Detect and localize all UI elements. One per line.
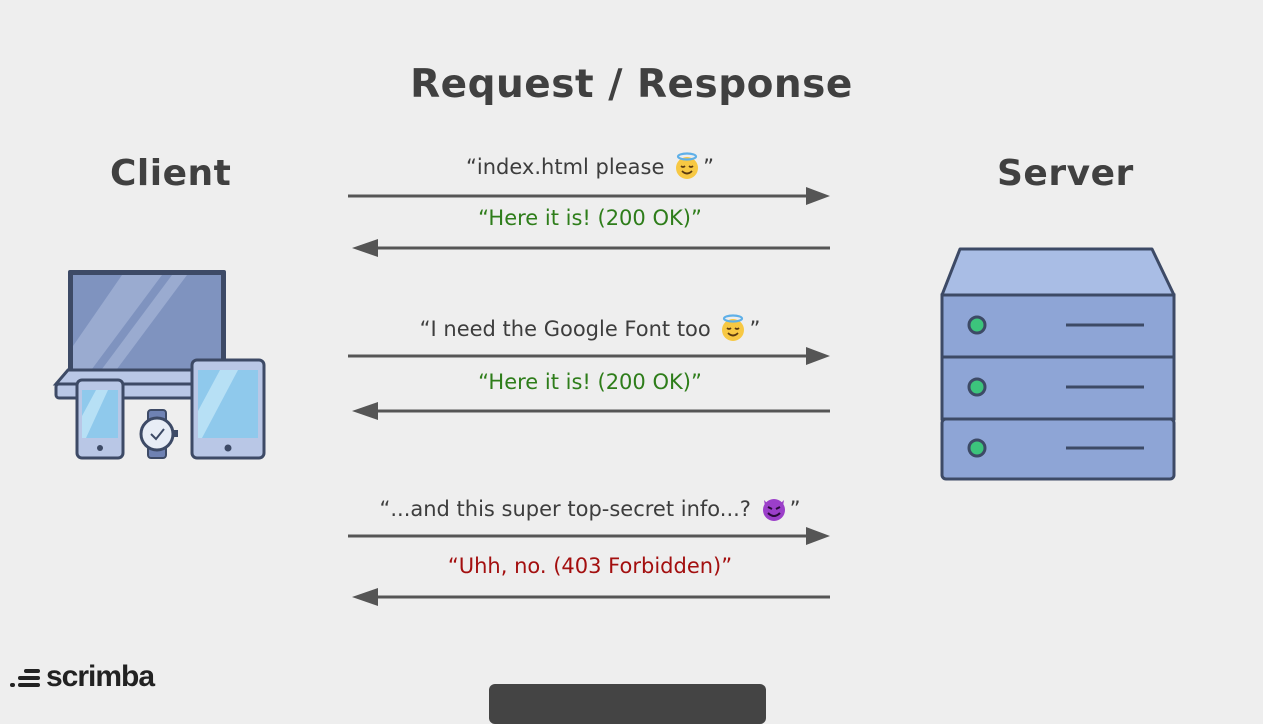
diagram-title: Request / Response <box>410 62 853 107</box>
server-label: Server <box>997 153 1134 194</box>
response-arrow-2 <box>352 402 830 420</box>
angel-emoji-icon <box>722 314 745 341</box>
request-message-2-close: ” <box>749 317 761 341</box>
request-message-2-text: “I need the Google Font too <box>419 317 711 341</box>
request-arrow-2 <box>348 347 830 365</box>
scrimba-logo-text: scrimba <box>46 660 155 693</box>
response-message-1: “Here it is! (200 OK)” <box>478 206 702 230</box>
client-devices-icon <box>52 270 266 460</box>
response-message-2: “Here it is! (200 OK)” <box>478 370 702 394</box>
request-message-2: “I need the Google Font too ” <box>340 314 840 342</box>
request-message-1-close: ” <box>703 155 714 179</box>
devil-emoji-icon <box>762 499 785 521</box>
request-message-3: “...and this super top-secret info...? ” <box>340 494 840 522</box>
server-icon <box>940 247 1176 481</box>
client-label: Client <box>110 153 232 194</box>
request-arrow-3 <box>348 527 830 545</box>
response-message-3: “Uhh, no. (403 Forbidden)” <box>447 554 733 578</box>
scrimba-logo: scrimba <box>8 660 155 694</box>
caption-box <box>489 684 766 724</box>
request-message-1: “index.html please ” <box>340 152 840 180</box>
scrimba-mark-icon <box>10 669 40 688</box>
request-message-1-text: “index.html please <box>466 155 665 179</box>
request-message-3-close: ” <box>789 497 801 521</box>
request-arrow-1 <box>348 187 830 205</box>
response-arrow-3 <box>352 588 830 606</box>
request-message-3-text: “...and this super top-secret info...? <box>379 497 751 521</box>
response-arrow-1 <box>352 239 830 257</box>
arrows-layer <box>348 187 830 606</box>
angel-emoji-icon <box>676 152 699 179</box>
